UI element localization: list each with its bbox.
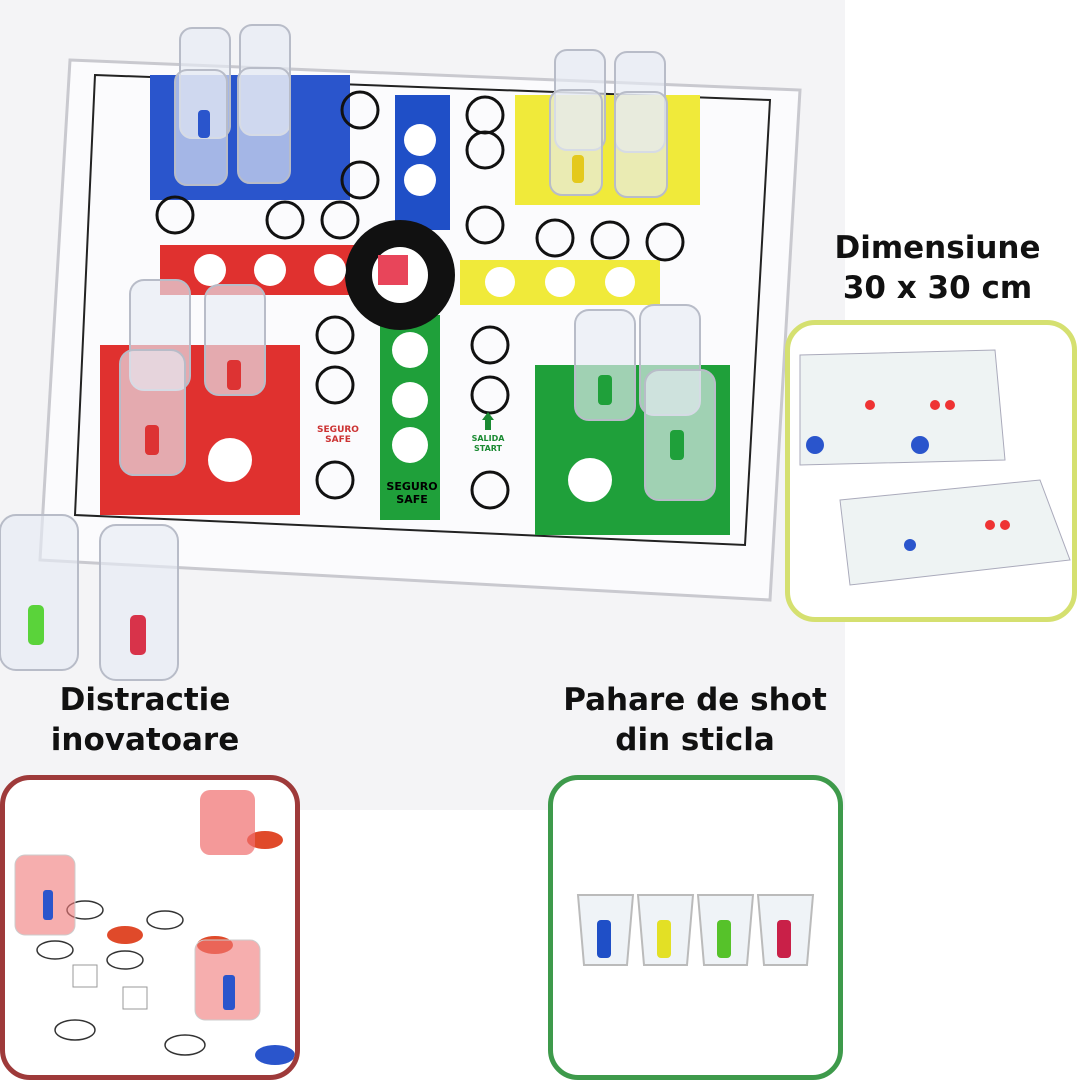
- caption-line: Distractie: [59, 682, 231, 718]
- start-arrow-icon: [482, 412, 494, 430]
- feature-glasses-caption: Pahare de shot din sticla: [545, 680, 845, 760]
- ludo-board-illustration: SEGURO SAFE SEGURO SAFE SALIDA START: [0, 24, 802, 681]
- safe-label-2: SAFE: [325, 435, 351, 445]
- feature-size-caption: Dimensiune 30 x 30 cm: [795, 228, 1080, 308]
- feature-glasses-image: [548, 775, 843, 1080]
- product-photo-ludo-board: SEGURO SAFE SEGURO SAFE SALIDA START: [0, 0, 845, 810]
- dice: [378, 255, 408, 285]
- feature-fun-image: [0, 775, 300, 1080]
- caption-line: Dimensiune: [834, 230, 1041, 266]
- caption-line: din sticla: [615, 722, 775, 758]
- shot-glasses-photo: [576, 894, 815, 966]
- shot-glasses: [0, 24, 716, 681]
- caption-line: 30 x 30 cm: [842, 270, 1033, 306]
- caption-line: Pahare de shot: [563, 682, 827, 718]
- feature-fun-caption: Distractie inovatoare: [0, 680, 290, 760]
- safe-label: SAFE: [396, 493, 427, 506]
- pawns: [28, 110, 684, 655]
- seguro-label-2: SEGURO: [317, 425, 359, 435]
- feature-size-image: [785, 320, 1077, 622]
- dice-icon: [122, 986, 148, 1010]
- caption-line: inovatoare: [50, 722, 240, 758]
- seguro-label: SEGURO: [386, 480, 437, 493]
- salida-label: SALIDA: [472, 434, 506, 443]
- board-angle-photos: [799, 349, 1071, 586]
- yellow-home: [515, 95, 700, 205]
- dice-icon: [72, 964, 98, 988]
- start-label: START: [474, 444, 503, 453]
- drinking-game-photo: [14, 790, 295, 1065]
